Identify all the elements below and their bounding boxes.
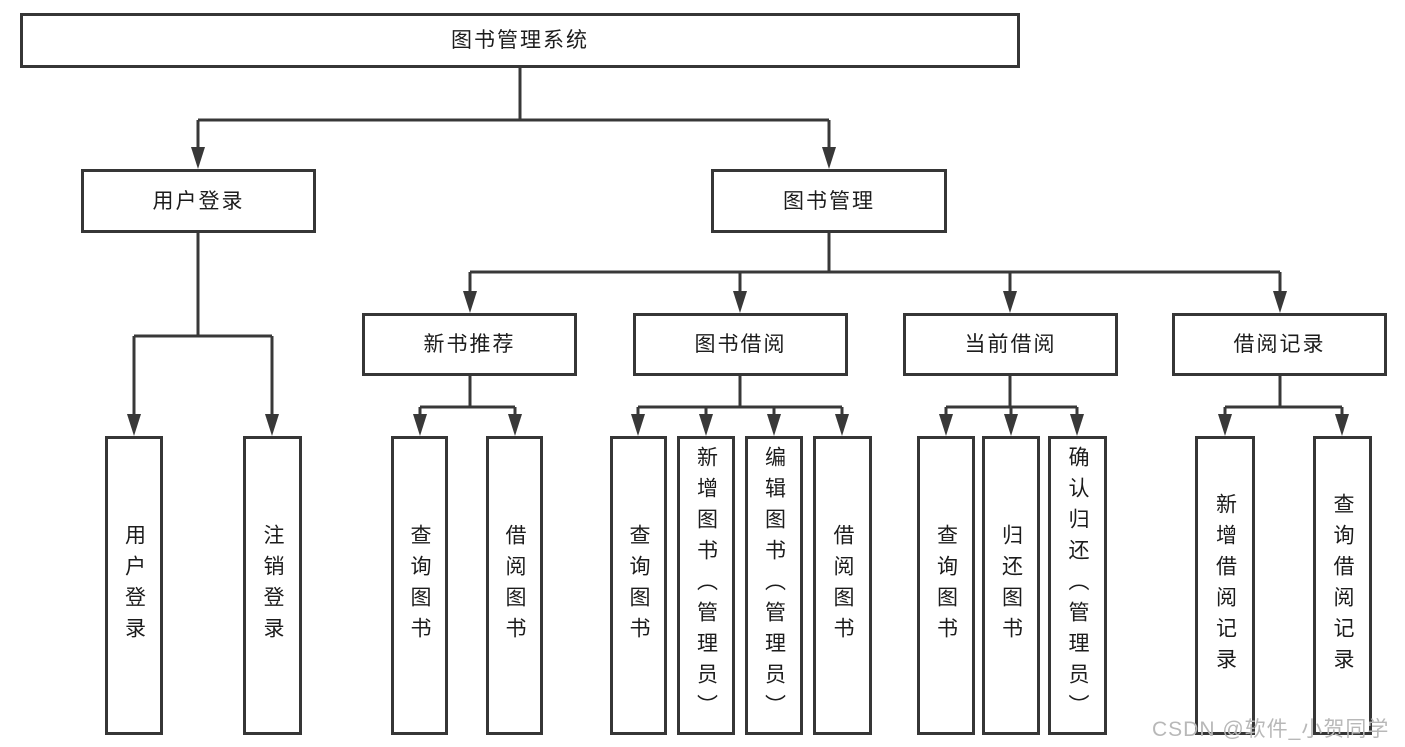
arrowhead-icon [1218,414,1232,436]
arrowhead-icon [1335,414,1349,436]
leaf-user-login: 用户登录 [105,436,163,735]
arrowhead-icon [1003,291,1017,313]
node-current-borrow: 当前借阅 [903,313,1118,376]
arrowhead-icon [767,414,781,436]
leaf-confirm-return-admin: 确认归还（管理员） [1048,436,1107,735]
arrowhead-icon [265,414,279,436]
arrowhead-icon [733,291,747,313]
connector-user-login-children [127,233,279,436]
node-user-login: 用户登录 [81,169,316,233]
arrowhead-icon [1004,414,1018,436]
connector-book-borrow-children [631,376,849,436]
arrowhead-icon [822,147,836,169]
connector-current-borrow-children [939,376,1084,436]
node-borrow-records: 借阅记录 [1172,313,1387,376]
arrowhead-icon [699,414,713,436]
leaf-query-books-recommend: 查询图书 [391,436,448,735]
arrowhead-icon [1070,414,1084,436]
node-new-book-recommend: 新书推荐 [362,313,577,376]
arrowhead-icon [939,414,953,436]
node-book-borrow: 图书借阅 [633,313,848,376]
node-book-management: 图书管理 [711,169,947,233]
connector-book-mgmt-children [463,233,1287,313]
arrowhead-icon [413,414,427,436]
leaf-query-books-current: 查询图书 [917,436,975,735]
leaf-borrow-books: 借阅图书 [813,436,872,735]
node-root: 图书管理系统 [20,13,1020,68]
leaf-borrow-books-recommend: 借阅图书 [486,436,543,735]
csdn-watermark: CSDN @软件_小贺同学 [1152,718,1390,741]
connector-new-book-children [413,376,522,436]
leaf-edit-books-admin: 编辑图书（管理员） [745,436,803,735]
arrowhead-icon [127,414,141,436]
connector-root-to-level2 [191,68,836,169]
arrowhead-icon [631,414,645,436]
leaf-logout: 注销登录 [243,436,302,735]
leaf-add-borrow-record: 新增借阅记录 [1195,436,1255,735]
leaf-add-books-admin: 新增图书（管理员） [677,436,735,735]
arrowhead-icon [463,291,477,313]
leaf-query-borrow-record: 查询借阅记录 [1313,436,1372,735]
arrowhead-icon [508,414,522,436]
leaf-return-books: 归还图书 [982,436,1040,735]
connector-records-children [1218,376,1349,436]
leaf-query-books-borrow: 查询图书 [610,436,667,735]
arrowhead-icon [1273,291,1287,313]
arrowhead-icon [191,147,205,169]
arrowhead-icon [835,414,849,436]
